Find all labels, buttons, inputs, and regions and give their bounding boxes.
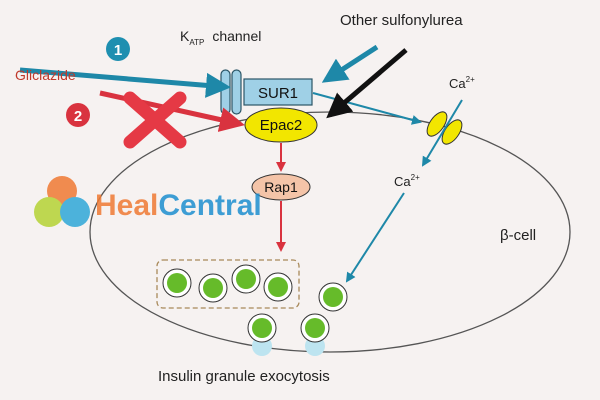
katp-channel-word: channel [212,28,261,44]
other-sulfonylurea-label: Other sulfonylurea [340,12,463,29]
gliclazide-label: Gliclazide [15,67,76,83]
ca-influx-arrow [421,99,463,167]
badge-2-label: 2 [74,108,82,125]
katp-channel-icon [220,69,242,115]
granule [263,272,293,302]
healcentral-logo [34,176,90,227]
badge-2-circle [66,103,90,127]
other-sulfonylurea-epac2-arrow [326,48,408,119]
beta-cell-membrane [89,111,571,353]
calcium-channel-icon [426,111,463,145]
exocytosis-label: Insulin granule exocytosis [158,368,330,385]
badge-1-label: 1 [114,42,122,59]
badge-1-circle [106,37,130,61]
fusing-granule [300,313,330,356]
healcentral-watermark: HealCentral [95,189,262,222]
granule-cluster-box [156,259,300,309]
fusing-granule [247,313,277,356]
epac2-label: Epac2 [260,117,303,134]
katp-k: K [180,28,190,44]
gliclazide-sur1-arrow [19,67,231,98]
katp-channel-label: KATP channel [180,28,261,47]
sur1-to-ca-channel-arrow [312,92,422,125]
ca-to-granule-arrow [345,192,405,283]
docked-granule [318,282,348,312]
granule [231,264,261,294]
beta-cell-label: β-cell [500,227,536,244]
katp-sub: ATP [189,38,204,47]
blocked-cross-icon [123,91,187,149]
epac2-ellipse [244,107,318,143]
other-sulfonylurea-sur1-arrow [321,44,379,83]
rap1-label: Rap1 [264,179,298,195]
granule [162,268,192,298]
sur1-label: SUR1 [258,85,298,102]
ca-top-label: Ca2+ [449,75,475,91]
rap1-ellipse [251,173,311,201]
ca-mid-label: Ca2+ [394,173,420,189]
sur1-box [243,78,313,106]
granule [198,273,228,303]
